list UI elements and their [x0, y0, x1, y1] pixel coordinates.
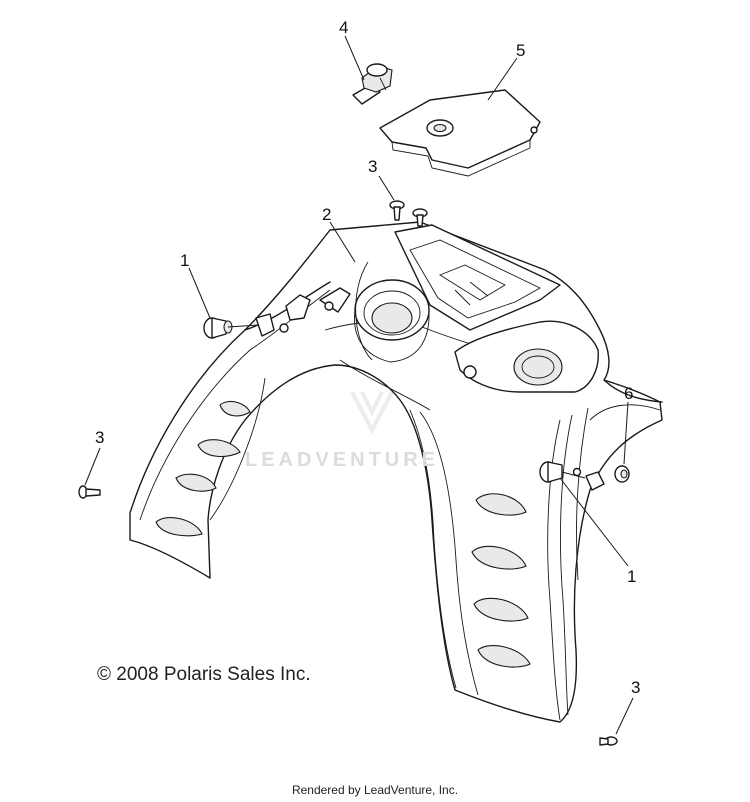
- copyright-text: © 2008 Polaris Sales Inc.: [97, 664, 311, 685]
- callout-2: 2: [322, 205, 331, 224]
- leader-lines: [84, 35, 634, 735]
- nut-part-6: [614, 465, 630, 483]
- callout-4: 4: [339, 18, 348, 37]
- screw-part-3-bottom: [599, 736, 618, 746]
- callout-3-top: 3: [368, 157, 377, 176]
- callout-1-right: 1: [627, 567, 636, 586]
- callout-3-left: 3: [95, 428, 104, 447]
- watermark-logo: [350, 391, 394, 435]
- watermark-text: LEADVENTURE: [245, 449, 440, 471]
- callout-5: 5: [516, 41, 525, 60]
- callout-6: 6: [624, 384, 633, 403]
- screw-part-3-left: [78, 485, 101, 499]
- latch-part-4: [352, 63, 393, 105]
- grommet-part-1-right: [539, 461, 605, 491]
- grommet-part-1-left: [203, 313, 289, 339]
- callout-1-left: 1: [180, 251, 189, 270]
- screw-part-3-top-b: [412, 208, 428, 227]
- callout-3-bottom: 3: [631, 678, 640, 697]
- footer-credit: Rendered by LeadVenture, Inc.: [291, 783, 459, 797]
- cover-plate-part-5: [379, 89, 541, 177]
- hood-part-2: [129, 221, 663, 723]
- screw-part-3-top-a: [389, 200, 405, 221]
